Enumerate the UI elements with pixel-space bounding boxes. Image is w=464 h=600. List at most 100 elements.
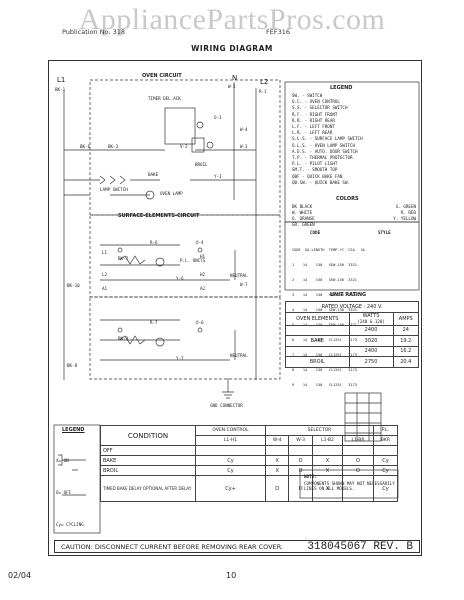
unit-rating-table: RATED VOLTAGE : 240 V. OVEN ELEMENTS WAT… bbox=[285, 301, 420, 368]
wire-label: R-7 bbox=[150, 320, 158, 325]
wire-label: A2 bbox=[200, 286, 206, 291]
wire-label: H2 bbox=[200, 272, 206, 277]
wire-label: Y-6 bbox=[176, 276, 184, 281]
condition-cell: Cy+ bbox=[194, 475, 267, 502]
colors-title: COLORS bbox=[336, 196, 359, 202]
condition-cell bbox=[265, 445, 290, 456]
condition-legend-title: LEGEND bbox=[62, 427, 85, 433]
wire-label: O-4 bbox=[196, 240, 204, 245]
wire-label: R-6 bbox=[150, 240, 158, 245]
legend-list: SW. - SWITCH O.C. - OVEN CONTROL S.S. - … bbox=[292, 93, 363, 186]
rating-col-amps: AMPS bbox=[392, 311, 420, 326]
rating-amps: 24 bbox=[392, 324, 420, 336]
condition-cell: X bbox=[311, 465, 344, 476]
page-title: WIRING DIAGRAM bbox=[191, 44, 273, 53]
legend-item: R.R. - RIGHT REAR bbox=[292, 117, 335, 123]
condition-cell bbox=[372, 445, 399, 456]
rating-element: BROIL bbox=[285, 356, 350, 368]
legend-item: O.C. - OVEN CONTROL bbox=[292, 99, 340, 105]
code-label: CODE bbox=[310, 230, 321, 235]
legend-key-off: O= OFF bbox=[56, 490, 72, 495]
color-item: G. GREEN bbox=[395, 204, 416, 209]
oven-lamp-label: OVEN LAMP bbox=[160, 191, 183, 196]
legend-item: SW. - SWITCH bbox=[292, 93, 323, 98]
condition-cell: O bbox=[342, 455, 374, 466]
style-row: 9 14 150 CL1251 3173 bbox=[292, 383, 357, 387]
oven-circuit-label: OVEN CIRCUIT bbox=[142, 73, 182, 79]
legend-item: O.L.S. - OVEN LAMP SWITCH bbox=[292, 142, 356, 148]
condition-cell: O bbox=[265, 475, 290, 502]
condition-cell: Cy bbox=[372, 475, 399, 502]
sub-header: L1-BR bbox=[342, 435, 374, 446]
legend-item: QBF - QUICK BAKE FAN bbox=[292, 173, 343, 179]
wire-label: L1 bbox=[102, 250, 108, 255]
wire-label: H1 bbox=[200, 254, 206, 259]
rating-watts: 3020 bbox=[348, 335, 394, 347]
condition-cell bbox=[311, 445, 344, 456]
rating-element bbox=[285, 324, 350, 336]
condition-cell: X bbox=[265, 455, 290, 466]
condition-cell: Cy bbox=[194, 455, 267, 466]
legend-item: P.L. - PILOT LIGHT bbox=[292, 161, 338, 167]
wire-label: W-3 bbox=[240, 144, 248, 149]
rating-element: BAKE bbox=[285, 335, 350, 347]
surface-elements-label: SURFACE-ELEMENTS-CIRCUIT bbox=[118, 213, 200, 219]
condition-cell: O bbox=[342, 465, 374, 476]
caution-text: CAUTION: DISCONNECT CURRENT BEFORE REMOV… bbox=[61, 543, 284, 551]
condition-cell: X bbox=[311, 475, 344, 502]
sub-header: BKR bbox=[372, 435, 399, 446]
wire-label: BK-7 bbox=[118, 256, 129, 261]
wire-label: BK-3 bbox=[108, 144, 119, 149]
l1-sub-label: BK-1 bbox=[55, 87, 66, 92]
diagram-frame bbox=[48, 60, 422, 556]
rating-watts: 2750 bbox=[348, 356, 394, 368]
legend-item: R.F. - RIGHT FRONT bbox=[292, 111, 338, 117]
condition-cell: O bbox=[288, 475, 313, 502]
condition-label: OFF bbox=[100, 445, 196, 456]
color-item: GR. GREEN bbox=[292, 222, 315, 227]
header-publication: Publication No. 318 bbox=[62, 28, 126, 36]
condition-cell bbox=[194, 445, 267, 456]
style-row: 8 14 150 CL1251 3173 bbox=[292, 368, 357, 372]
wire-label: A1 bbox=[102, 286, 108, 291]
rating-element bbox=[285, 345, 350, 357]
footer-date: 02/04 bbox=[8, 571, 32, 580]
legend-item: T.P. - THERMAL PROTECTOR bbox=[292, 155, 353, 161]
rating-col-elements: OVEN ELEMENTS bbox=[285, 311, 350, 326]
broil-element-label: BROIL bbox=[195, 162, 208, 167]
wire-label: O-3 bbox=[214, 115, 222, 120]
n-sub-label: W-5 bbox=[228, 84, 236, 89]
color-item: Y. YELLOW bbox=[393, 216, 416, 221]
condition-cell: Cy bbox=[372, 455, 399, 466]
group-selector: SELECTOR bbox=[265, 425, 374, 436]
table-row: OFF bbox=[100, 445, 399, 456]
footer-page-number: 10 bbox=[226, 571, 237, 580]
timer-label: TIMER DEL.ACK bbox=[148, 96, 181, 101]
condition-cell: O bbox=[288, 455, 313, 466]
lamp-switch-label: LAMP SWITCH bbox=[100, 187, 128, 192]
table-row: TIMED BAKE DELAY OPTIONAL AFTER DELAY Cy… bbox=[100, 475, 399, 502]
legend-item: L.R. - LEFT REAR bbox=[292, 130, 333, 136]
sub-header: W-3 bbox=[288, 435, 313, 446]
watermark: AppliancePartsPros.com bbox=[78, 3, 386, 36]
header-model: FEF316 bbox=[266, 28, 290, 36]
condition-label: BAKE bbox=[100, 455, 196, 466]
sub-header: L1-H1 bbox=[194, 435, 267, 446]
sub-header: L1-B2 bbox=[311, 435, 344, 446]
condition-cell: X bbox=[265, 465, 290, 476]
group-pl: P.L. bbox=[372, 425, 399, 436]
wire-label: BK-8 bbox=[67, 363, 78, 368]
style-label: STYLE bbox=[378, 230, 391, 235]
rating-watts: 2400 bbox=[348, 324, 394, 336]
wire-label: Y-3 bbox=[214, 174, 222, 179]
color-item: W. WHITE bbox=[292, 210, 313, 215]
wire-label: V-2 bbox=[180, 144, 188, 149]
legend-title: LEGEND bbox=[330, 85, 353, 91]
table-row: BAKE Cy X O X O Cy bbox=[100, 455, 399, 466]
rating-amps: 20.4 bbox=[392, 356, 420, 368]
l2-label: L2 bbox=[260, 78, 269, 86]
rating-col-watts: WATTS(240 & 120) bbox=[348, 311, 394, 326]
note-text: COMPONENTS SHOWN MAY NOT NECESSARILY LIN… bbox=[304, 481, 395, 491]
legend-item: S.L.S. - SURFACE LAMP SWITCH bbox=[292, 136, 363, 142]
wire-label: BK-10 bbox=[67, 283, 80, 288]
